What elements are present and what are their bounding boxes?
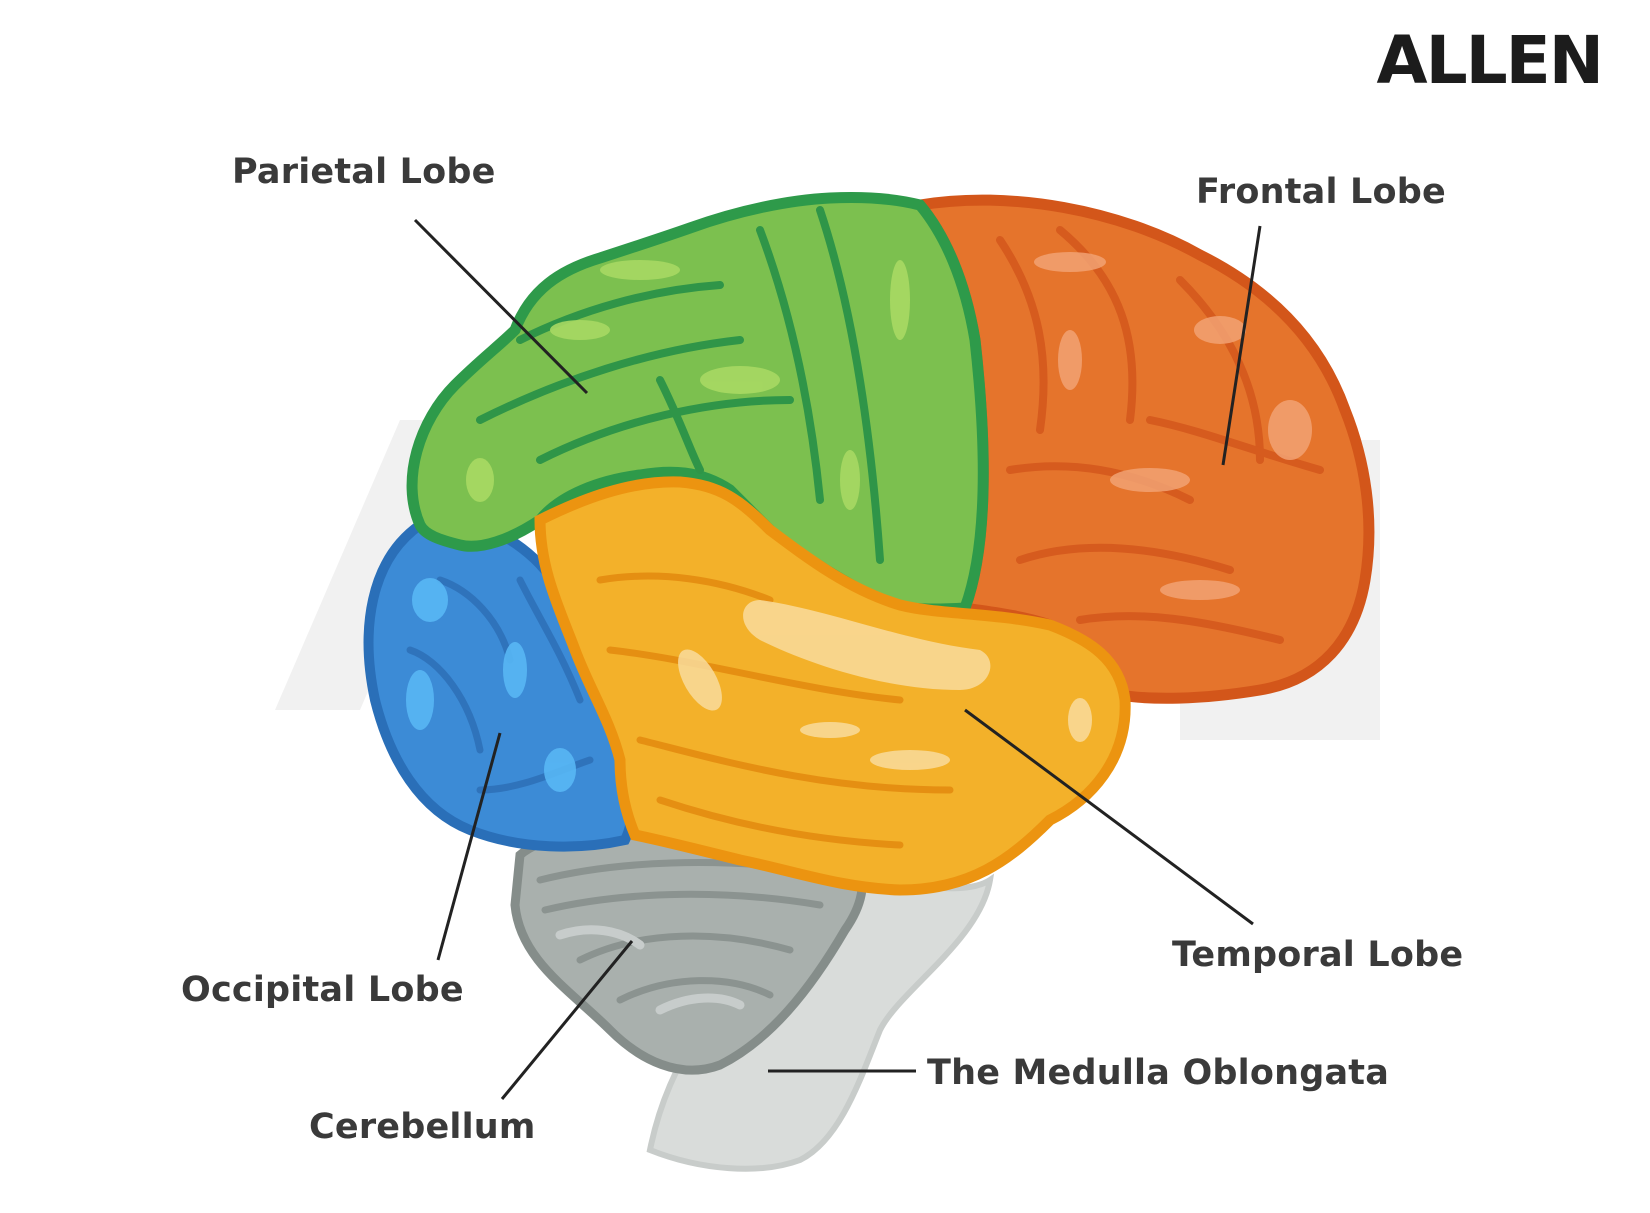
leader-line-cerebellum — [500, 940, 634, 1100]
label-parietal-lobe: Parietal Lobe — [232, 152, 496, 192]
cerebellum-highlights — [555, 925, 745, 1015]
allen-logo: ALLEN — [1376, 22, 1604, 99]
occipital-folds — [406, 576, 594, 794]
label-frontal-lobe: Frontal Lobe — [1196, 172, 1446, 212]
label-occipital-lobe: Occipital Lobe — [181, 970, 464, 1010]
label-temporal-lobe: Temporal Lobe — [1172, 935, 1464, 975]
parietal-highlights — [466, 260, 910, 510]
parietal-folds — [476, 206, 884, 564]
temporal-highlights — [678, 600, 1092, 770]
label-cerebellum: Cerebellum — [309, 1107, 536, 1147]
cerebellum-folds — [536, 859, 824, 1004]
occipital-highlights — [406, 578, 576, 792]
leader-line-temporal — [964, 708, 1254, 926]
temporal-folds — [596, 572, 954, 849]
frontal-highlights — [1034, 252, 1312, 600]
leader-line-parietal — [413, 218, 589, 395]
parietal-lobe-region — [406, 191, 989, 615]
leader-line-frontal — [1221, 225, 1262, 466]
leader-lines — [413, 218, 1262, 1100]
temporal-lobe-region — [534, 476, 1131, 896]
leader-line-occipital — [436, 732, 502, 961]
label-medulla-oblongata: The Medulla Oblongata — [927, 1053, 1390, 1093]
frontal-folds — [996, 226, 1324, 644]
